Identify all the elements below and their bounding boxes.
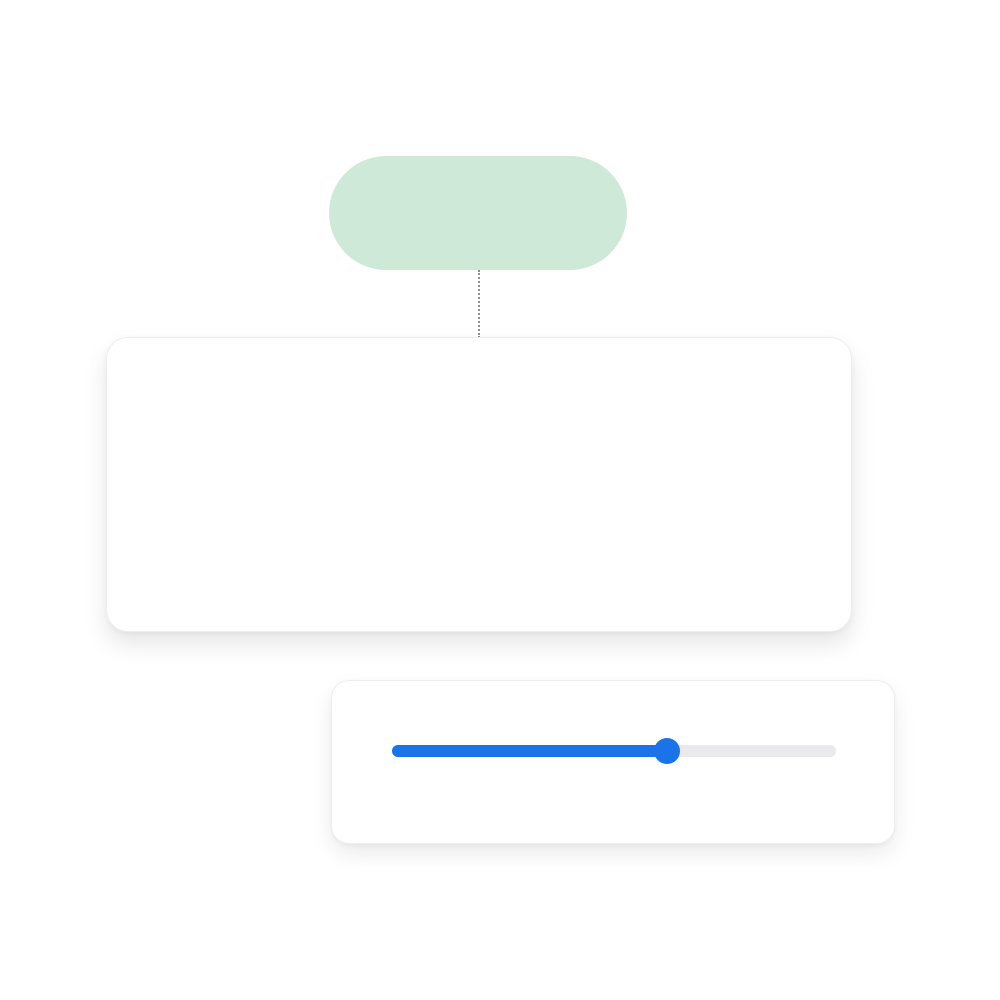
slider-track[interactable] bbox=[392, 738, 836, 764]
slider-thumb[interactable] bbox=[654, 738, 681, 764]
slider-fill bbox=[392, 745, 668, 757]
green-pill-node bbox=[329, 156, 627, 270]
dotted-connector-line bbox=[478, 270, 480, 338]
main-card bbox=[106, 337, 852, 632]
slider-card bbox=[331, 680, 895, 844]
